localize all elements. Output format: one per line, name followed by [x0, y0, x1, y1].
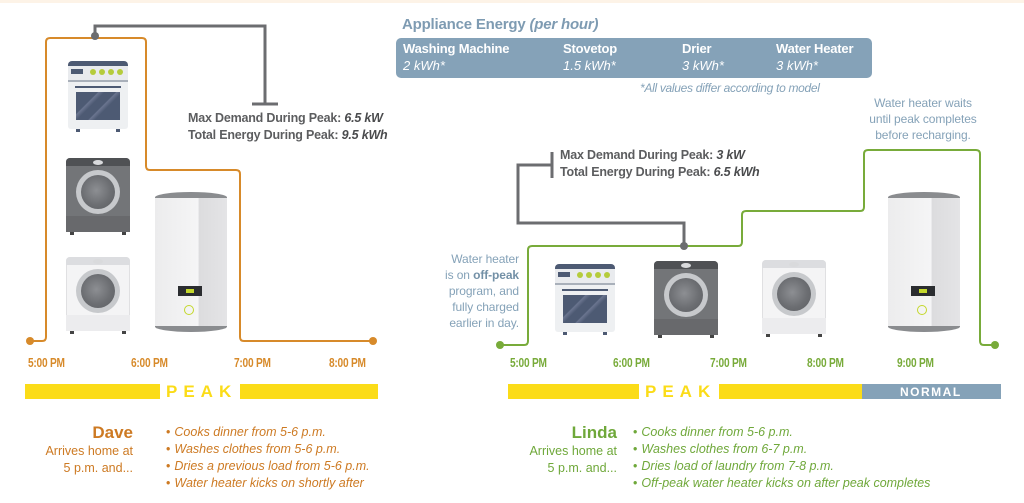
dave-name: Dave: [92, 423, 133, 442]
linda-off-peak-note: Water heater is on off-peak program, and…: [445, 252, 519, 330]
dave-peak-bar-right: [240, 384, 378, 399]
linda-total-energy: Total Energy During Peak: 6.5 kWh: [560, 165, 760, 179]
list-item: Water heater kicks on shortly after: [166, 475, 370, 492]
top-strip: [0, 0, 1024, 3]
dave-curve-start-dot: [26, 337, 34, 345]
energy-item-stovetop: Stovetop 1.5 kWh*: [563, 41, 618, 73]
linda-connector-dot: [680, 242, 688, 250]
linda-drier-icon: [654, 261, 718, 339]
dave-peak-label: PEAK: [166, 382, 238, 401]
linda-time-6pm: 6:00 PM: [613, 355, 650, 370]
appliance-energy-title: Appliance Energy (per hour): [402, 16, 599, 33]
appliance-energy-table: Washing Machine 2 kWh* Stovetop 1.5 kWh*…: [396, 38, 872, 78]
linda-water-heater-icon: [888, 192, 960, 332]
dave-intro: Arrives home at 5 p.m. and...: [45, 444, 133, 475]
dave-activity-list: Cooks dinner from 5-6 p.m. Washes clothe…: [166, 424, 370, 492]
energy-footnote: *All values differ according to model: [640, 81, 820, 95]
dave-time-6pm: 6:00 PM: [131, 355, 168, 370]
linda-peak-bar-left: [508, 384, 639, 399]
dave-stovetop-icon: [68, 61, 128, 133]
dave-time-8pm: 8:00 PM: [329, 355, 366, 370]
list-item: Washes clothes from 6-7 p.m.: [633, 441, 930, 458]
dave-peak-stats: Max Demand During Peak: 6.5 kW Total Ene…: [188, 110, 388, 144]
linda-name: Linda: [571, 423, 617, 442]
linda-normal-bar: [862, 384, 1001, 399]
energy-item-drier: Drier 3 kWh*: [682, 41, 724, 73]
linda-washing-machine-icon: [762, 260, 826, 338]
linda-peak-label: PEAK: [645, 382, 717, 401]
dave-drier-icon: [66, 158, 130, 236]
dave-washing-machine-icon: [66, 257, 130, 335]
dave-water-heater-icon: [155, 192, 227, 332]
dave-curve-end-dot: [369, 337, 377, 345]
linda-max-demand: Max Demand During Peak: 3 kW: [560, 148, 745, 162]
linda-normal-label: NORMAL: [900, 385, 962, 399]
linda-time-8pm: 8:00 PM: [807, 355, 844, 370]
list-item: Off-peak water heater kicks on after pea…: [633, 475, 930, 492]
linda-intro: Arrives home at 5 p.m. and...: [529, 444, 617, 475]
energy-item-water-heater: Water Heater 3 kWh*: [776, 41, 854, 73]
dave-total-energy: Total Energy During Peak: 9.5 kWh: [188, 128, 388, 142]
list-item: Cooks dinner from 5-6 p.m.: [166, 424, 370, 441]
linda-wait-note: Water heater waits until peak completes …: [869, 96, 977, 142]
dave-time-7pm: 7:00 PM: [234, 355, 271, 370]
dave-time-5pm: 5:00 PM: [28, 355, 65, 370]
dave-peak-bar-left: [25, 384, 160, 399]
list-item: Dries a previous load from 5-6 p.m.: [166, 458, 369, 475]
linda-peak-bar-right: [719, 384, 862, 399]
list-item: Dries load of laundry from 7-8 p.m.: [633, 458, 930, 475]
linda-time-9pm: 9:00 PM: [897, 355, 934, 370]
linda-curve-end-dot: [991, 341, 999, 349]
linda-stovetop-icon: [555, 264, 615, 336]
energy-item-washing-machine: Washing Machine 2 kWh*: [403, 41, 510, 73]
dave-connector-dot: [91, 32, 99, 40]
linda-time-5pm: 5:00 PM: [510, 355, 547, 370]
list-item: Cooks dinner from 5-6 p.m.: [633, 424, 930, 441]
linda-curve-start-dot: [496, 341, 504, 349]
list-item: Washes clothes from 5-6 p.m.: [166, 441, 370, 458]
dave-max-demand: Max Demand During Peak: 6.5 kW: [188, 111, 383, 125]
linda-activity-list: Cooks dinner from 5-6 p.m. Washes clothe…: [633, 424, 930, 492]
linda-peak-stats: Max Demand During Peak: 3 kW Total Energ…: [560, 147, 760, 181]
linda-time-7pm: 7:00 PM: [710, 355, 747, 370]
